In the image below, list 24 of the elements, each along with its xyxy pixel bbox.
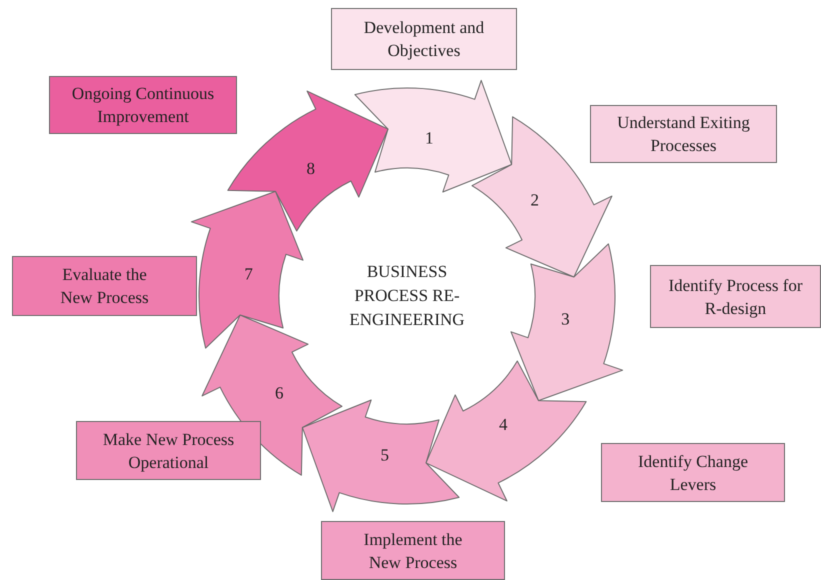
arrow-segment [354, 80, 512, 192]
arrow-segment [302, 400, 460, 512]
step-number: 1 [425, 128, 434, 148]
step-number: 3 [561, 309, 570, 328]
step-number: 7 [244, 264, 253, 284]
step-label: Implement the New Process [321, 521, 505, 580]
step-number: 2 [530, 190, 540, 210]
arrow-segment [510, 243, 624, 402]
arrow-segment [190, 190, 304, 349]
arrow-segment [472, 116, 612, 278]
step-label: Identify Change Levers [601, 443, 785, 502]
arrow-segment [227, 90, 388, 232]
step-label: Make New Process Operational [76, 421, 261, 480]
step-number: 5 [380, 445, 389, 464]
step-label: Identify Process for R-design [650, 265, 821, 328]
step-label: Understand Exiting Processes [590, 105, 777, 163]
step-number: 6 [274, 383, 284, 402]
arrow-segment [426, 360, 587, 502]
step-number: 4 [499, 414, 508, 434]
step-label: Ongoing Continuous Improvement [49, 76, 237, 134]
step-number: 8 [306, 159, 315, 178]
step-label: Evaluate the New Process [12, 256, 197, 316]
center-title: BUSINESS PROCESS RE-ENGINEERING [348, 261, 466, 331]
step-label: Development and Objectives [331, 8, 517, 70]
